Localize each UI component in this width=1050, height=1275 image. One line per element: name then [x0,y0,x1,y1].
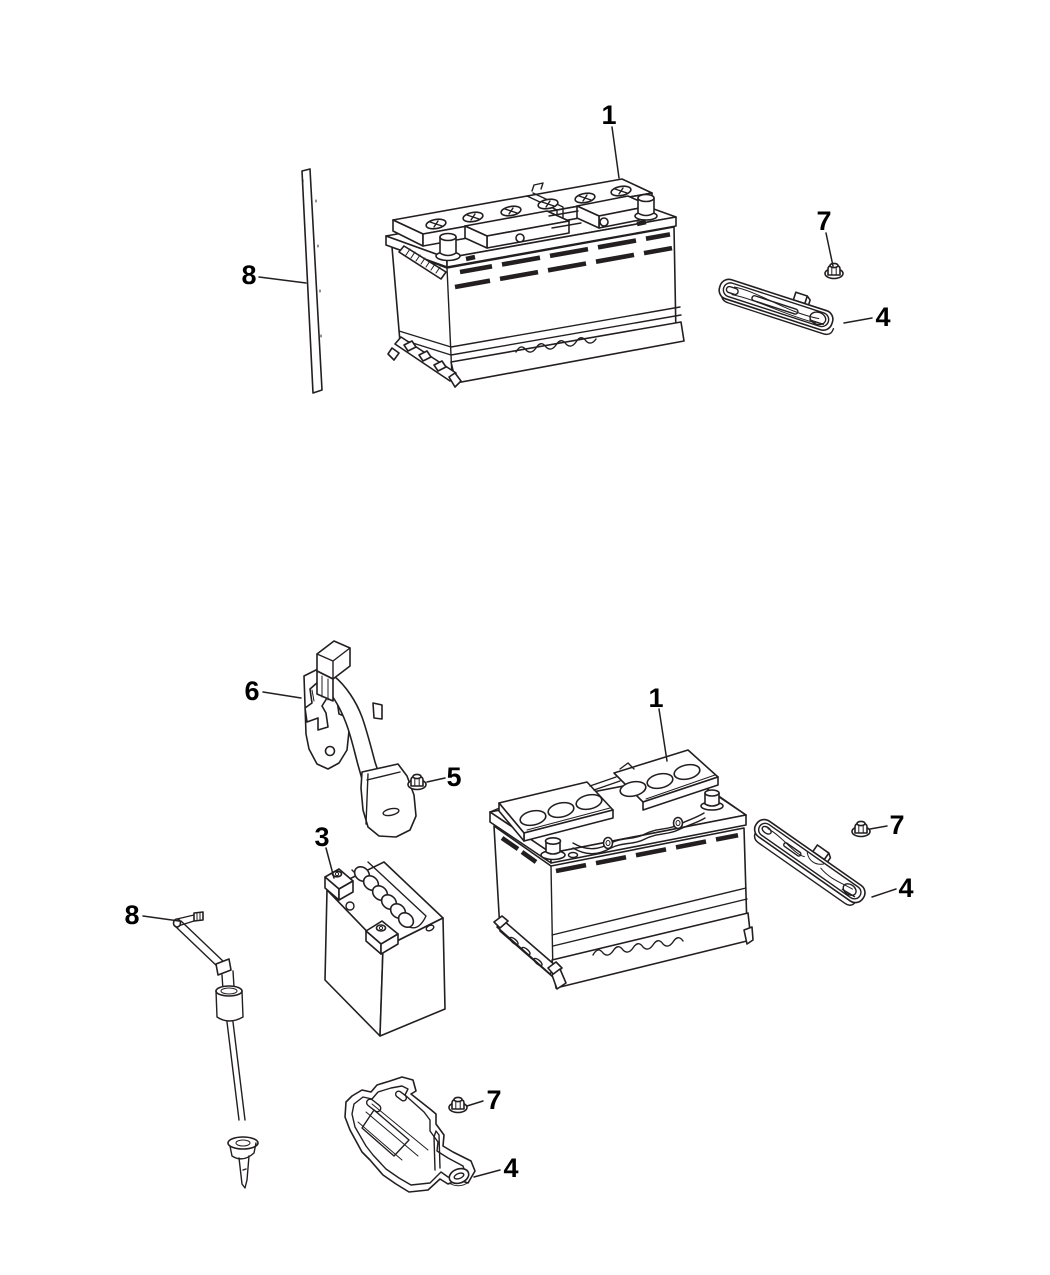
strap-flange-nut [851,820,871,838]
flange-nut-top [824,262,844,280]
auxiliary-battery-illustration [324,861,446,1037]
callout-4-bottom: 4 [503,1153,518,1183]
callout-3: 3 [314,822,329,852]
callout-1-top: 1 [601,100,616,130]
tray-flange-nut [448,1096,468,1114]
battery-terminal-left [435,232,461,262]
leader-lines [142,126,897,1178]
callout-7-middle: 7 [889,810,904,840]
callout-4-middle: 4 [898,873,913,903]
callout-1-bottom: 1 [648,683,663,713]
callout-7-bottom: 7 [486,1085,501,1115]
battery-illustration-bottom [489,749,754,990]
callout-7-top: 7 [816,206,831,236]
callout-5: 5 [446,762,461,792]
callout-labels: 1 8 7 4 6 5 3 1 7 4 8 7 4 [124,100,913,1183]
battery-terminal-left [540,836,566,861]
callout-6: 6 [244,676,259,706]
callout-4-top: 4 [875,302,890,332]
hold-down-strap-top [718,278,835,336]
hold-down-rod-illustration [301,168,323,394]
callout-8-bottom: 8 [124,900,139,930]
battery-terminal-right [700,789,724,811]
callout-8-top: 8 [241,260,256,290]
battery-illustration-top [385,178,685,388]
hold-down-strap-bottom [753,818,866,906]
battery-terminal-right [634,193,658,221]
battery-tray-illustration [344,1076,476,1193]
bracket-flange-nut [407,773,427,791]
vent-tube-illustration [172,911,259,1189]
support-bracket-illustration [303,640,417,838]
